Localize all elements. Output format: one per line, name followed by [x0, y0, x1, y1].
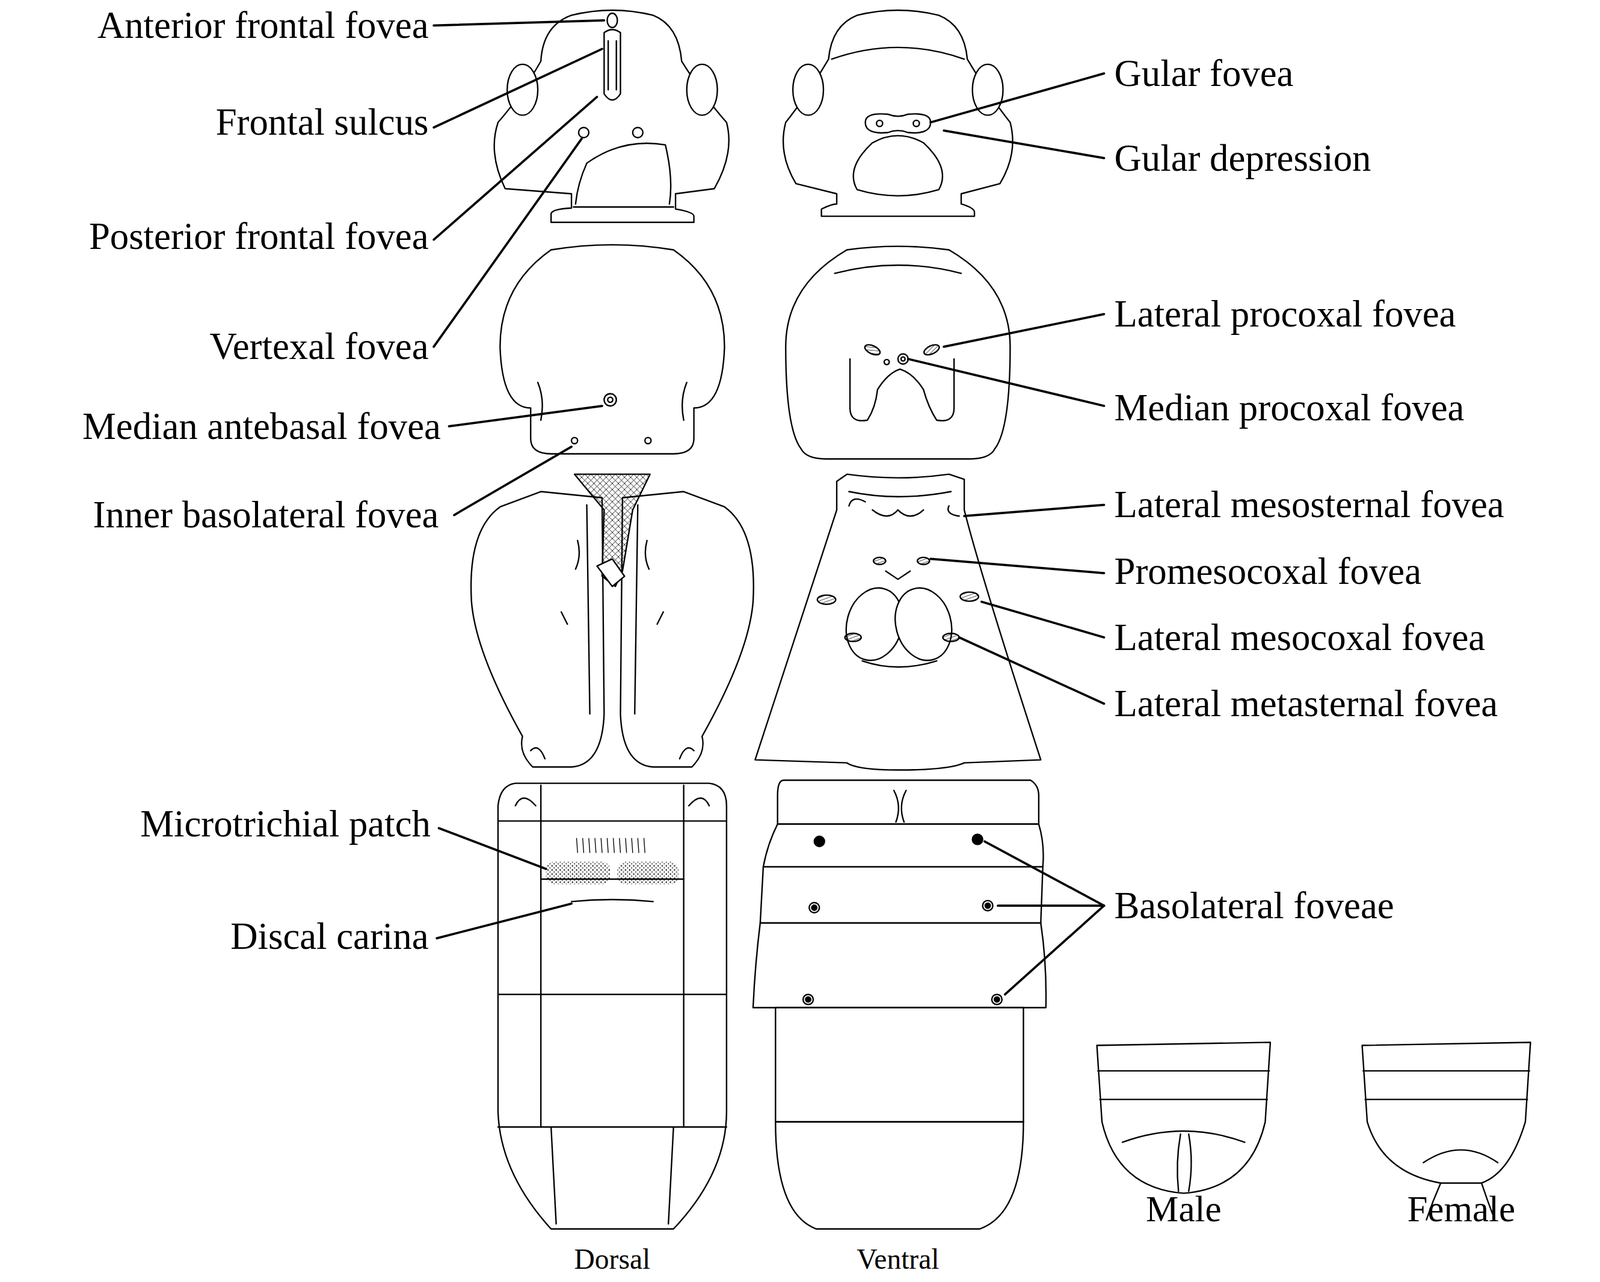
caption-label: Female [1406, 1190, 1516, 1228]
part-label: Lateral metasternal fovea [1114, 685, 1499, 724]
part-label: Inner basolateral fovea [93, 496, 440, 535]
part-label: Lateral procoxal fovea [1114, 295, 1457, 334]
caption-label: Ventral [856, 1245, 939, 1275]
part-label: Lateral mesocoxal fovea [1114, 618, 1486, 657]
leader-lines [433, 20, 1104, 995]
dorsal-pronotum [499, 244, 725, 455]
ventral-prothorax [785, 246, 1010, 460]
caption-label: Male [1145, 1190, 1222, 1228]
part-label: Vertexal fovea [209, 327, 429, 366]
part-label: Gular fovea [1114, 54, 1294, 93]
ventral-head [783, 10, 1013, 217]
dorsal-head [494, 10, 730, 223]
part-label: Promesocoxal fovea [1114, 552, 1422, 591]
part-label: Anterior frontal fovea [97, 6, 429, 45]
caption-label: Dorsal [574, 1245, 651, 1275]
part-label: Frontal sulcus [215, 103, 429, 142]
ventral-abdomen [753, 780, 1047, 1230]
part-label: Discal carina [230, 917, 429, 956]
part-label: Gular depression [1114, 139, 1372, 178]
dorsal-elytra [470, 474, 754, 768]
part-label: Microtrichial patch [140, 805, 431, 844]
ventral-pterothorax [754, 474, 1041, 771]
male-terminalia [1097, 1042, 1271, 1194]
part-label: Median antebasal fovea [82, 407, 441, 446]
part-label: Median procoxal fovea [1114, 389, 1465, 428]
part-label: Lateral mesosternal fovea [1114, 486, 1505, 524]
dorsal-abdomen [498, 783, 727, 1230]
part-label: Basolateral foveae [1114, 887, 1395, 926]
part-label: Posterior frontal fovea [89, 217, 429, 256]
